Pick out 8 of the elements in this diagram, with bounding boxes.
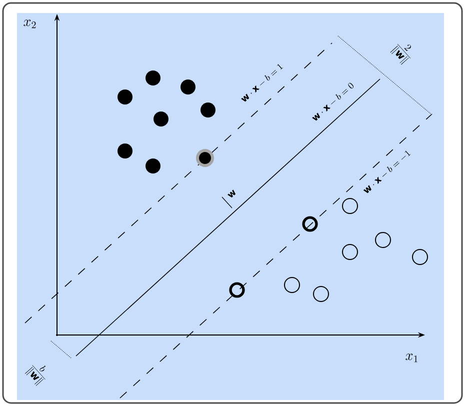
equation-label: $\mathbf{w}\cdot\mathbf{x}-b=0$ — [312, 82, 354, 121]
margin-label: $\frac{2}{\|\mathbf{w}\|}$ — [390, 44, 411, 65]
equation-label: $\mathbf{w}\cdot\mathbf{x}-b=1$ — [241, 64, 283, 102]
offset-label: $\frac{b}{\|\mathbf{w}\|}$ — [25, 365, 46, 386]
axis-label: $x_{1}$ — [406, 354, 418, 362]
vector-label: $\mathbf{w}$ — [228, 190, 236, 198]
axis-label: $x_{2}$ — [24, 20, 36, 28]
equation-label: $\mathbf{w}\cdot\mathbf{x}-b=-1$ — [363, 150, 411, 194]
